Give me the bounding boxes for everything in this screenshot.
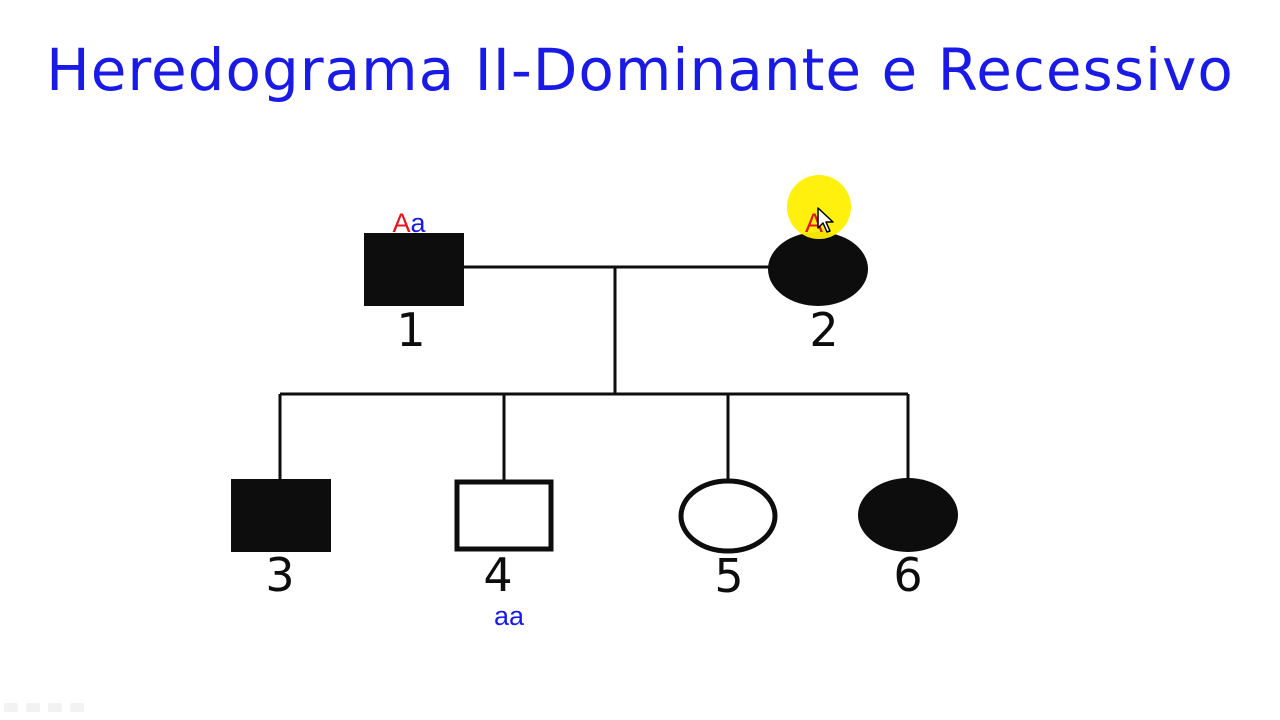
individual-label-3: 3 [265, 548, 294, 602]
individual-3-affected-male [231, 479, 331, 552]
individual-1-affected-male [364, 233, 464, 306]
individual-label-6: 6 [893, 548, 922, 602]
slide-navigation-toolbar [4, 703, 84, 712]
arrow-cursor-icon [817, 207, 834, 233]
next-slide-icon[interactable] [70, 703, 84, 712]
individual-label-1: 1 [396, 303, 425, 357]
individual-6-affected-female [858, 478, 958, 552]
genotype-4: aa [494, 601, 525, 631]
individual-numbers: 1 2 3 4 5 6 [265, 303, 922, 603]
individual-label-4: 4 [483, 548, 512, 602]
genotype-4-recessive-alleles: aa [494, 601, 525, 631]
individual-label-5: 5 [714, 549, 743, 603]
individual-2-affected-female [768, 232, 868, 306]
individual-4-unaffected-male [454, 479, 554, 552]
pen-icon[interactable] [26, 703, 40, 712]
genotype-1: Aa [392, 208, 426, 238]
cursor-highlight [787, 175, 851, 239]
previous-slide-icon[interactable] [4, 703, 18, 712]
genotype-1-recessive-allele: a [410, 208, 426, 238]
individual-5-unaffected-female [678, 478, 778, 554]
connector-lines [278, 265, 910, 481]
individual-label-2: 2 [809, 303, 838, 357]
slide-menu-icon[interactable] [48, 703, 62, 712]
genotype-1-dominant-allele: A [392, 208, 410, 238]
slide-title: Heredograma II-Dominante e Recessivo [46, 36, 1234, 104]
